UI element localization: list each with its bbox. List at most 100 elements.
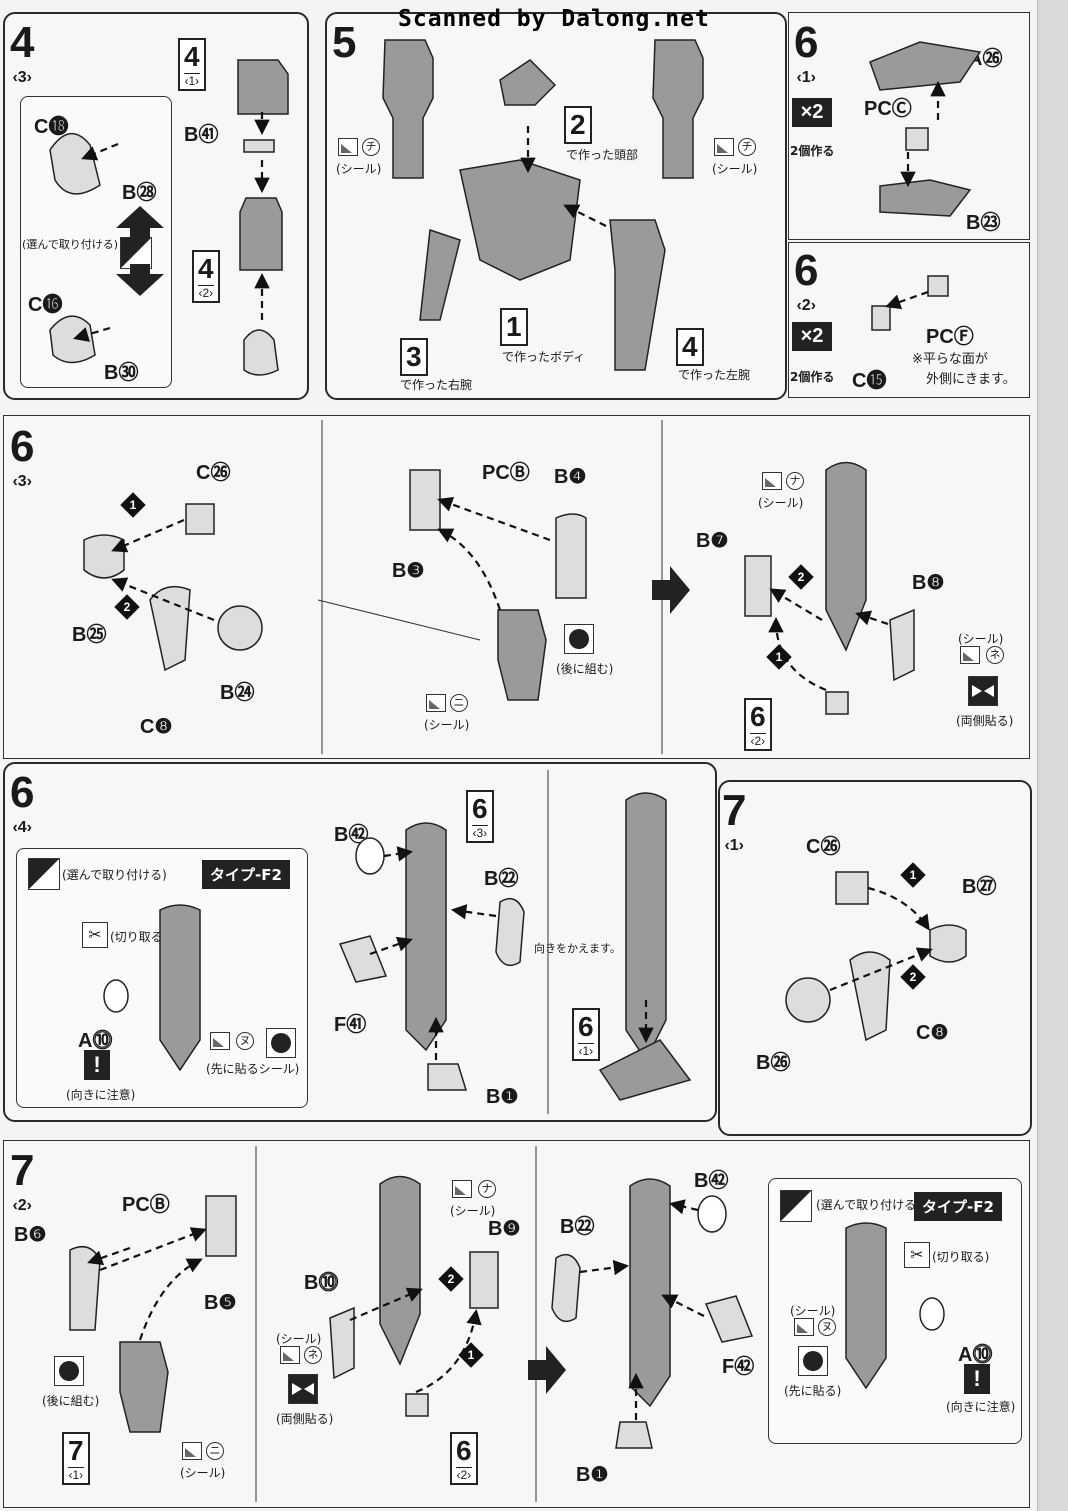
part-label: B㉓: [966, 212, 1001, 234]
later-note: (後に組む): [42, 1394, 100, 1408]
arrow-icon: [652, 566, 690, 614]
flat-side-note: 外側にきます。: [926, 372, 1016, 387]
first-note: (先に貼る): [784, 1384, 842, 1398]
thigh-cover-part: [69, 1245, 101, 1331]
sticker-code: チ: [738, 138, 756, 156]
reference-step-6-3: 6‹3›: [466, 790, 494, 843]
arrow-icon: [528, 1346, 566, 1394]
sticker-code: ナ: [478, 1180, 496, 1198]
sticker-icon: [182, 1442, 202, 1460]
shin-frame-part: [744, 555, 772, 617]
foot-part: [879, 179, 972, 217]
part-label: B㉚: [104, 362, 139, 384]
body-note: で作ったボディ: [502, 350, 586, 364]
sticker-code: ニ: [206, 1442, 224, 1460]
step-number: 6‹1›: [794, 18, 819, 86]
part-label: B❼: [696, 530, 729, 552]
arrow-icon: [769, 588, 823, 621]
knee-frame-part: [849, 951, 891, 1042]
shin-part: [825, 461, 867, 652]
choose-icon: [28, 858, 60, 890]
clear-part: [103, 979, 129, 1013]
part-label: A⓾: [78, 1030, 113, 1052]
leg-part: [629, 1178, 671, 1408]
shin-cover-part: [329, 1306, 355, 1380]
sticker-icon: [960, 646, 980, 664]
step-number: 6‹2›: [794, 246, 819, 314]
joint-part: [243, 139, 275, 153]
sticker-code: ネ: [304, 1346, 322, 1364]
part-label: F㊷: [722, 1356, 755, 1378]
first-sticker-note: (先に貼るシール): [206, 1062, 300, 1076]
arrow-icon: [867, 886, 930, 931]
step-number: 7‹2›: [10, 1146, 35, 1214]
sticker-note: (シール): [712, 162, 758, 176]
arrow-icon: [81, 142, 119, 161]
choose-note: (選んで取り付ける): [62, 868, 167, 882]
ankle-part: [825, 691, 849, 715]
upper-arm-part: [237, 59, 289, 115]
type-f2-inset: [768, 1178, 1022, 1444]
sticker-note: (シール): [958, 632, 1004, 646]
both-sides-icon: [968, 676, 998, 706]
step-number: 7‹1›: [722, 786, 747, 854]
both-sides-icon: [288, 1374, 318, 1404]
arrow-icon: [138, 1258, 203, 1341]
part-label: B❻: [14, 1224, 47, 1246]
part-label: C❽: [916, 1022, 949, 1044]
cut-note: (切り取る): [110, 930, 168, 944]
sticker-code: ネ: [986, 646, 1004, 664]
step-number: 6‹4›: [10, 768, 35, 836]
choose-note: (選んで取り付ける): [22, 238, 119, 251]
sticker-icon: [452, 1180, 472, 1198]
reference-step-4: 4: [676, 328, 704, 366]
knee-part: [185, 503, 215, 535]
knee-part: [835, 871, 869, 905]
caution-icon: !: [84, 1050, 110, 1080]
caution-note: (向きに注意): [66, 1088, 136, 1102]
part-label: A⓾: [958, 1344, 993, 1366]
divider: [317, 599, 481, 641]
step-marker: [900, 964, 926, 990]
sticker-code: ニ: [450, 694, 468, 712]
arrow-icon: [437, 496, 551, 542]
sticker-icon: [210, 1032, 230, 1050]
reference-step-6-2: 6‹2›: [450, 1432, 478, 1485]
part-label: B㊶: [184, 124, 219, 146]
hand-part: [243, 329, 279, 376]
type-badge: タイプ-F2: [914, 1192, 1002, 1221]
part-label: B㉖: [756, 1052, 791, 1074]
sticker-icon: [280, 1346, 300, 1364]
scan-edge: [1037, 0, 1068, 1511]
sticker-note: (シール): [336, 162, 382, 176]
step-number: 5: [332, 18, 357, 67]
turn-note: 向きをかえます。: [534, 942, 621, 955]
part-label: F㊶: [334, 1014, 367, 1036]
part-label: PCⒸ: [864, 98, 912, 120]
arrow-icon: [829, 947, 933, 992]
flat-side-note: ※平らな面が: [912, 352, 988, 367]
step-marker-label: 2: [124, 600, 131, 614]
sticker-code: チ: [362, 138, 380, 156]
ankle-part: [405, 1393, 429, 1417]
caution-icon: !: [964, 1364, 990, 1394]
part-label: C㉖: [196, 462, 231, 484]
step-marker: [788, 564, 814, 590]
part-label: B㊷: [334, 824, 369, 846]
part-label: C❽: [140, 716, 173, 738]
reference-step-6-2: 6‹2›: [744, 698, 772, 751]
sticker-icon: [426, 694, 446, 712]
sticker-code: ナ: [786, 472, 804, 490]
step-marker: [120, 492, 146, 518]
cut-icon: ✂: [82, 922, 108, 948]
polycap-part: [927, 275, 949, 297]
fin-part: [338, 935, 388, 983]
sticker-note: (シール): [276, 1332, 322, 1346]
first-apply-icon: [798, 1346, 828, 1376]
sticker-note: (シール): [180, 1466, 226, 1480]
arrow-icon: [116, 264, 164, 296]
arrow-icon: [668, 1199, 699, 1215]
polycap-part: [905, 127, 929, 151]
